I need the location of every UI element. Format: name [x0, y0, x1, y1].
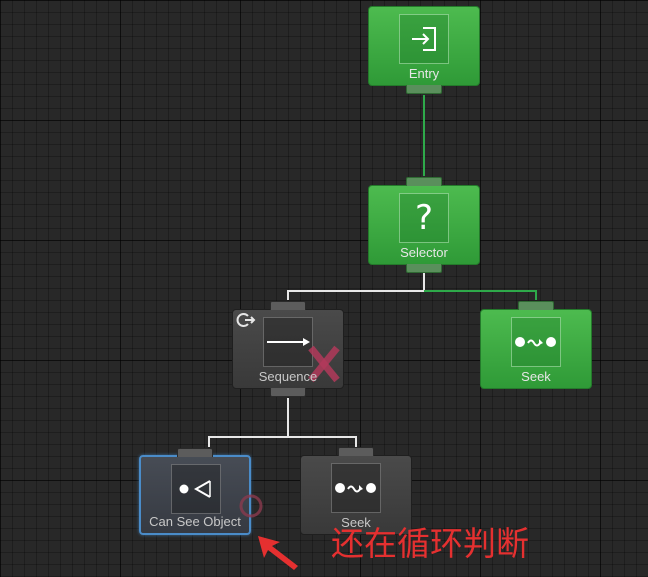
input-port[interactable] [338, 447, 374, 456]
seek-node-active[interactable]: Seek [480, 301, 592, 389]
output-port[interactable] [406, 264, 442, 273]
annotation-text: 还在循环判断 [331, 524, 529, 563]
input-port[interactable] [406, 177, 442, 186]
seek-icon [331, 463, 381, 513]
question-icon: ? [399, 193, 449, 243]
node-label: Selector [400, 245, 448, 260]
failure-x-icon [305, 344, 343, 389]
eye-cone-icon [171, 464, 221, 514]
node-label: Sequence [258, 369, 318, 384]
seek-node-inactive[interactable]: Seek [300, 447, 412, 535]
sequence-node[interactable]: Sequence [232, 301, 344, 397]
output-port[interactable] [270, 388, 306, 397]
status-ring-icon [237, 491, 265, 526]
output-port[interactable] [406, 85, 442, 94]
annotation-arrow-icon [254, 532, 306, 577]
node-label: Seek [521, 369, 551, 384]
repeat-icon [236, 312, 256, 333]
arrow-right-icon [263, 317, 313, 367]
link-sequence-cansee [208, 436, 288, 447]
link-selector-seek [424, 290, 537, 300]
input-port[interactable] [270, 301, 306, 310]
link-sequence-seek [288, 436, 357, 447]
selector-node[interactable]: ? Selector [368, 177, 480, 273]
can-see-object-node[interactable]: Can See Object [139, 448, 263, 535]
node-label: Can See Object [149, 514, 241, 529]
link-selector-sequence-branch [287, 290, 424, 300]
node-label: Entry [408, 66, 440, 81]
entry-icon [399, 14, 449, 64]
entry-node[interactable]: Entry [368, 6, 480, 94]
input-port[interactable] [177, 448, 213, 457]
input-port[interactable] [518, 301, 554, 310]
node-label: Seek [341, 515, 371, 530]
seek-icon [511, 317, 561, 367]
